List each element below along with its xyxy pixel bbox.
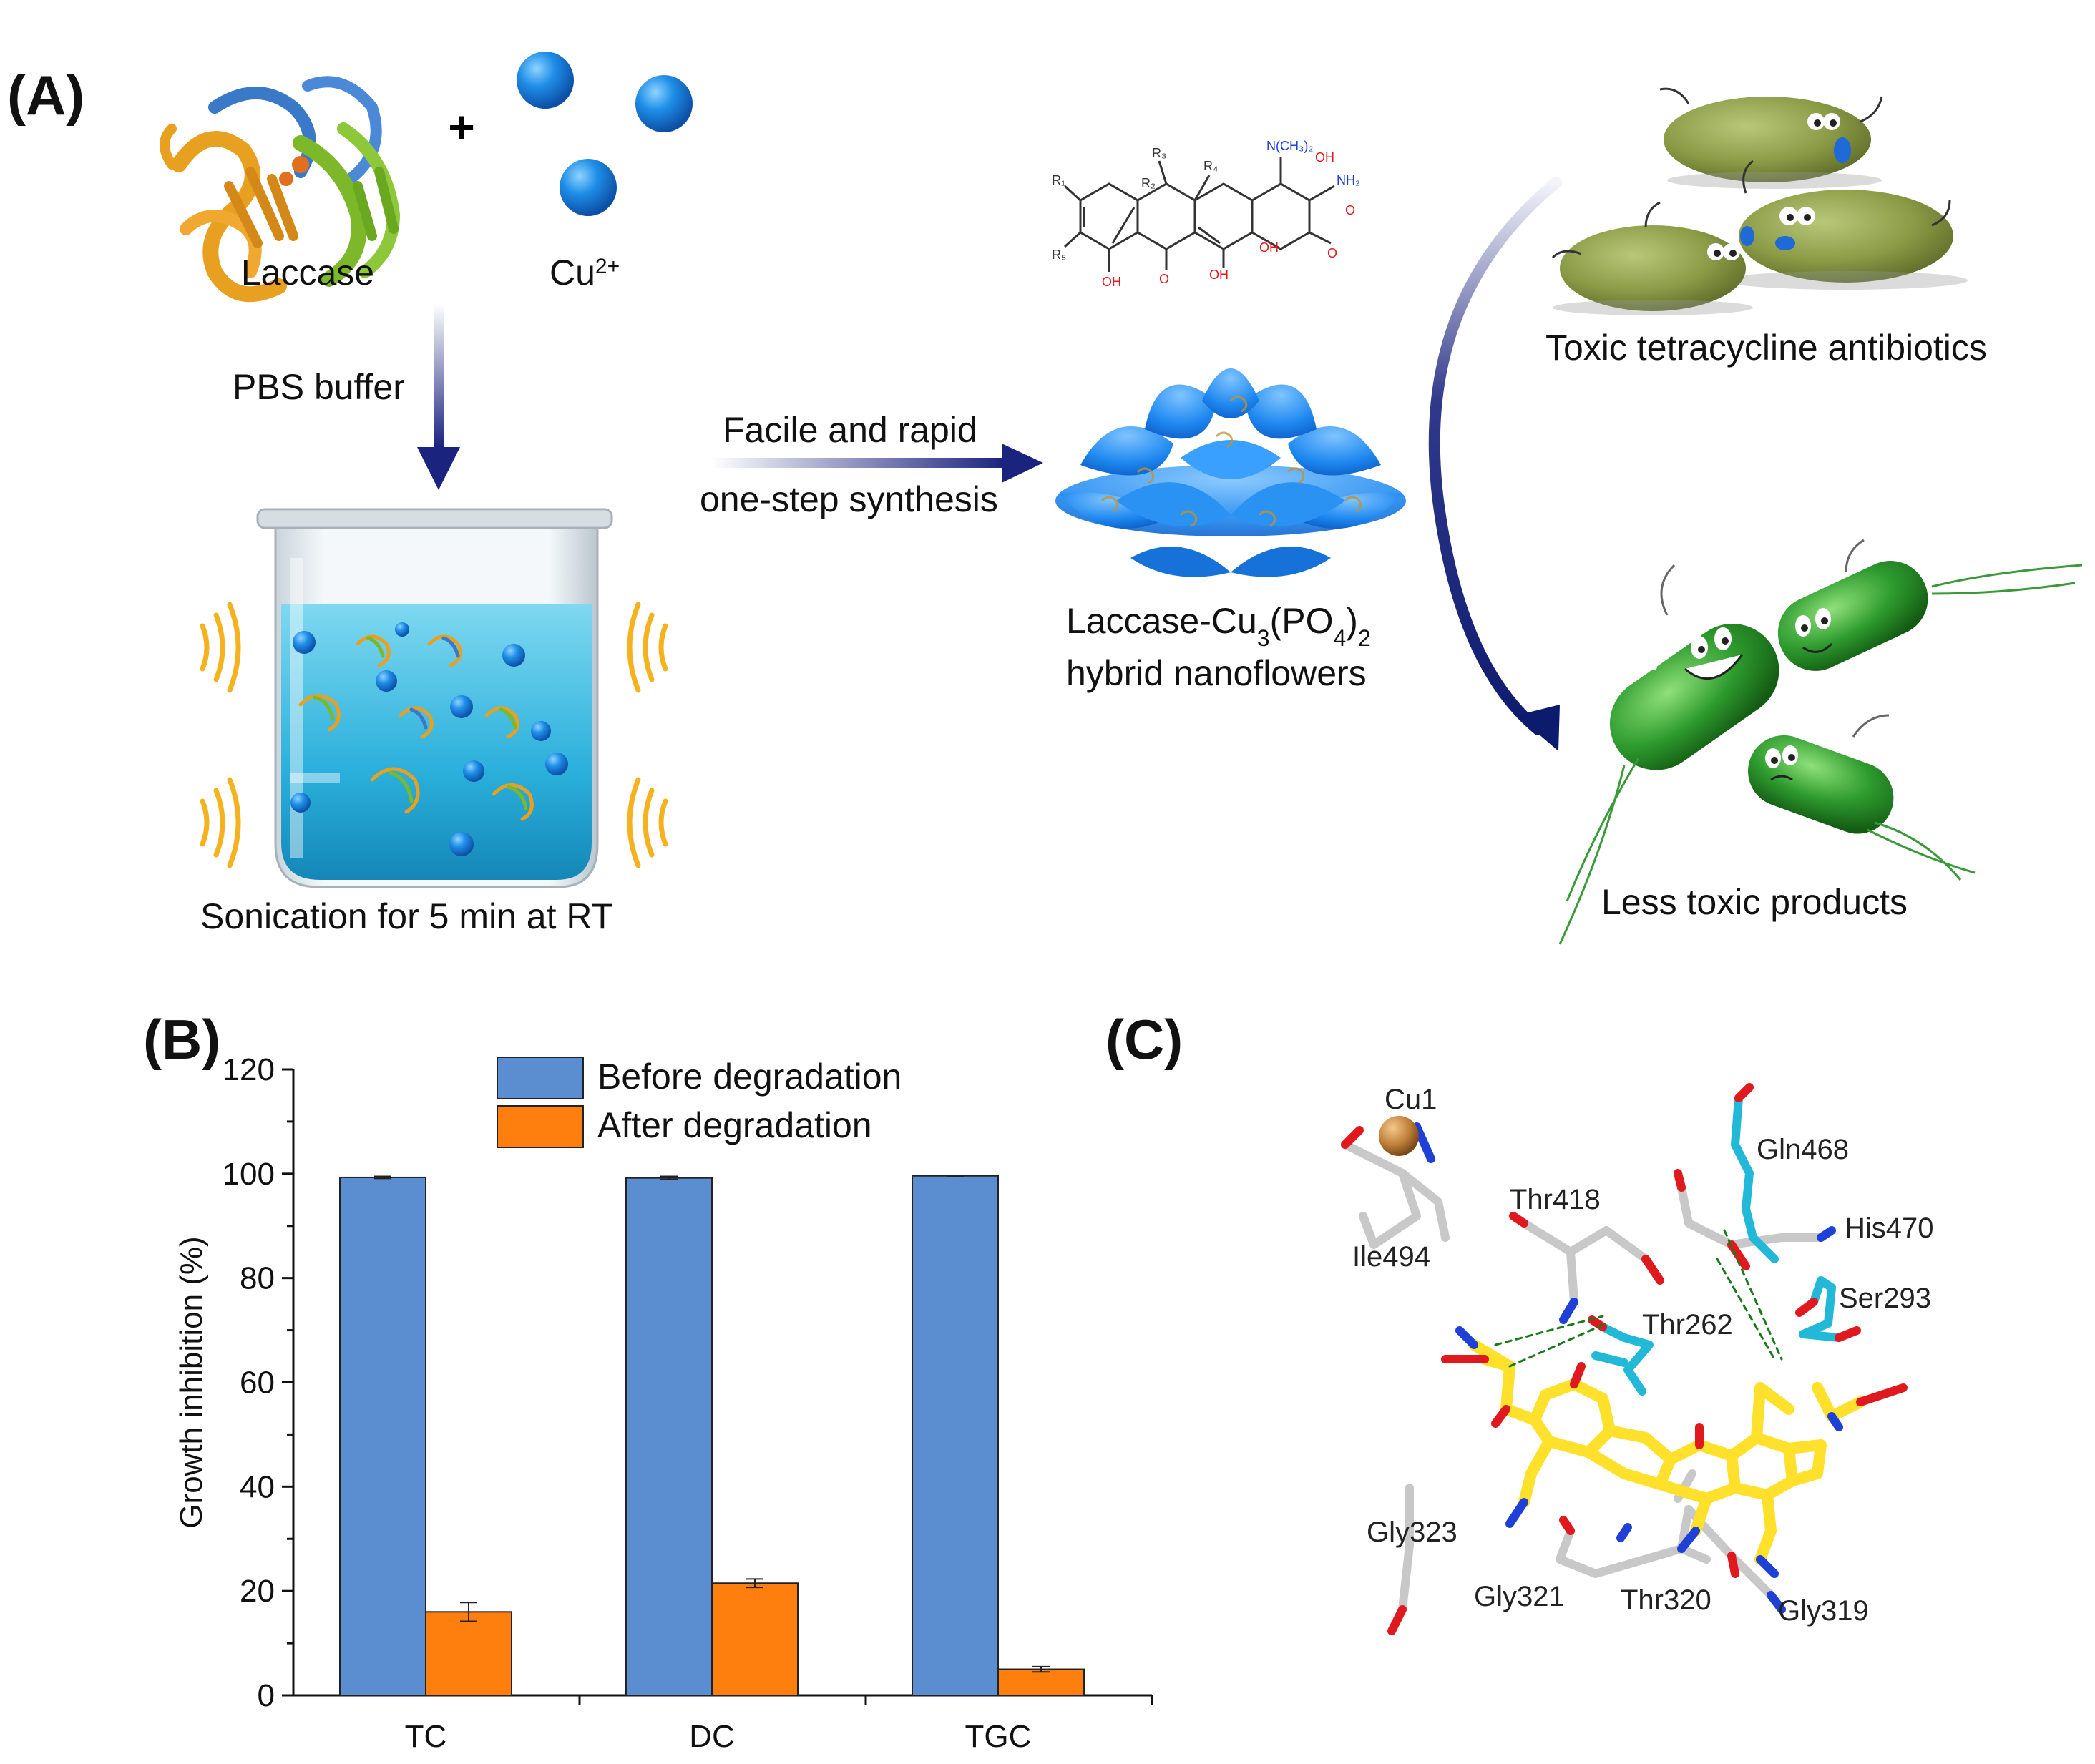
svg-text:Gly319: Gly319 — [1778, 1595, 1869, 1627]
svg-text:O: O — [1345, 203, 1355, 217]
svg-text:N(CH₃)₂: N(CH₃)₂ — [1266, 139, 1313, 153]
svg-text:OH: OH — [1259, 240, 1279, 255]
svg-text:R₃: R₃ — [1152, 146, 1166, 160]
synthesis-arrow-line1: Facile and rapid — [723, 410, 977, 450]
docking-structure — [1341, 1083, 1908, 1635]
degradation-curved-arrow — [1428, 177, 1562, 735]
bar — [625, 1177, 713, 1696]
legend-swatch — [497, 1057, 584, 1099]
svg-text:Gly323: Gly323 — [1367, 1516, 1457, 1548]
panel-b-label: (B) — [143, 1008, 220, 1071]
toxic-bacteria-icon — [1551, 87, 1968, 315]
y-tick-label: 80 — [240, 1261, 275, 1296]
y-axis-label: Growth inhibition (%) — [174, 1236, 209, 1528]
svg-text:OH: OH — [1102, 275, 1121, 289]
cu-ion-sphere — [635, 75, 693, 132]
nanoflower-label-line1: Laccase-Cu3(PO4)2 — [1066, 601, 1371, 651]
plus-sign: + — [448, 102, 474, 153]
toxic-label: Toxic tetracycline antibiotics — [1545, 328, 1987, 368]
panel-c: (C) — [1105, 1008, 1934, 1635]
bar — [425, 1611, 512, 1696]
less-toxic-bacteria-icon — [1558, 539, 2083, 945]
svg-text:His470: His470 — [1845, 1212, 1934, 1244]
x-tick-label: TGC — [965, 1719, 1032, 1754]
svg-text:R₅: R₅ — [1052, 248, 1066, 262]
beaker — [256, 508, 613, 888]
sonication-label: Sonication for 5 min at RT — [200, 896, 613, 936]
svg-text:Cu1: Cu1 — [1385, 1084, 1437, 1115]
legend-swatch — [497, 1105, 584, 1148]
svg-text:R₁: R₁ — [1052, 173, 1065, 187]
nanoflower-label-line2: hybrid nanoflowers — [1066, 653, 1367, 693]
y-tick-label: 100 — [223, 1157, 275, 1192]
copper-atom-icon — [1379, 1116, 1419, 1156]
svg-text:Gly321: Gly321 — [1474, 1581, 1565, 1612]
synthesis-arrow-line2: one-step synthesis — [700, 479, 998, 519]
bar — [711, 1582, 799, 1697]
svg-text:R₄: R₄ — [1203, 159, 1218, 173]
less-toxic-label: Less toxic products — [1601, 882, 1908, 922]
svg-text:Gln468: Gln468 — [1757, 1134, 1849, 1165]
svg-text:O: O — [1159, 272, 1169, 286]
svg-text:O: O — [1327, 246, 1337, 260]
x-tick-label: DC — [689, 1719, 735, 1754]
cu-ion-sphere — [517, 52, 574, 109]
svg-text:Ser293: Ser293 — [1839, 1283, 1931, 1314]
y-tick-label: 20 — [240, 1574, 275, 1609]
pbs-buffer-label: PBS buffer — [233, 367, 405, 407]
cu-ion-label: Cu2+ — [550, 253, 620, 293]
pbs-arrow-shaft — [434, 304, 444, 447]
cu-ion-sphere — [560, 159, 617, 216]
svg-text:Thr262: Thr262 — [1642, 1309, 1733, 1341]
residue-labels: Cu1 Ile494 Thr418 Gln468 His470 Ser293 T… — [1352, 1084, 1934, 1627]
y-tick-label: 40 — [240, 1469, 275, 1504]
panel-a-label: (A) — [7, 64, 84, 127]
panel-c-label: (C) — [1105, 1008, 1183, 1071]
svg-text:Thr418: Thr418 — [1510, 1184, 1601, 1215]
bar — [912, 1175, 999, 1696]
sonication-waves-icon — [200, 602, 668, 868]
tetracycline-structure — [1063, 157, 1335, 272]
bar — [339, 1176, 426, 1696]
synthesis-arrow-shaft — [712, 458, 1005, 468]
svg-text:OH: OH — [1315, 150, 1334, 165]
svg-text:R₂: R₂ — [1141, 176, 1156, 190]
svg-text:OH: OH — [1209, 268, 1229, 282]
y-tick-label: 0 — [258, 1678, 275, 1713]
tetracycline-atom-labels: N(CH₃)₂ OH NH₂ R₄ R₃ R₂ R₁ R₅ OH OH OH O… — [1052, 139, 1360, 289]
legend-label: Before degradation — [597, 1057, 902, 1097]
laccase-protein-icon — [160, 76, 401, 303]
svg-text:Ile494: Ile494 — [1352, 1241, 1430, 1273]
laccase-label: Laccase — [241, 253, 374, 293]
bar — [997, 1668, 1085, 1697]
nanoflower-icon — [1055, 368, 1406, 577]
svg-text:NH₂: NH₂ — [1337, 173, 1360, 187]
pbs-arrow-head-icon — [417, 447, 460, 490]
y-tick-label: 60 — [240, 1366, 275, 1401]
y-tick-label: 120 — [223, 1052, 275, 1087]
degradation-arrow-head-icon — [1517, 705, 1560, 751]
panel-a: (A) Laccase + Cu2+ PBS buffer — [7, 52, 2083, 945]
x-tick-label: TC — [405, 1719, 447, 1754]
svg-text:Thr320: Thr320 — [1621, 1584, 1711, 1616]
legend-label: After degradation — [597, 1105, 872, 1145]
synthesis-arrow-head-icon — [1002, 444, 1043, 483]
